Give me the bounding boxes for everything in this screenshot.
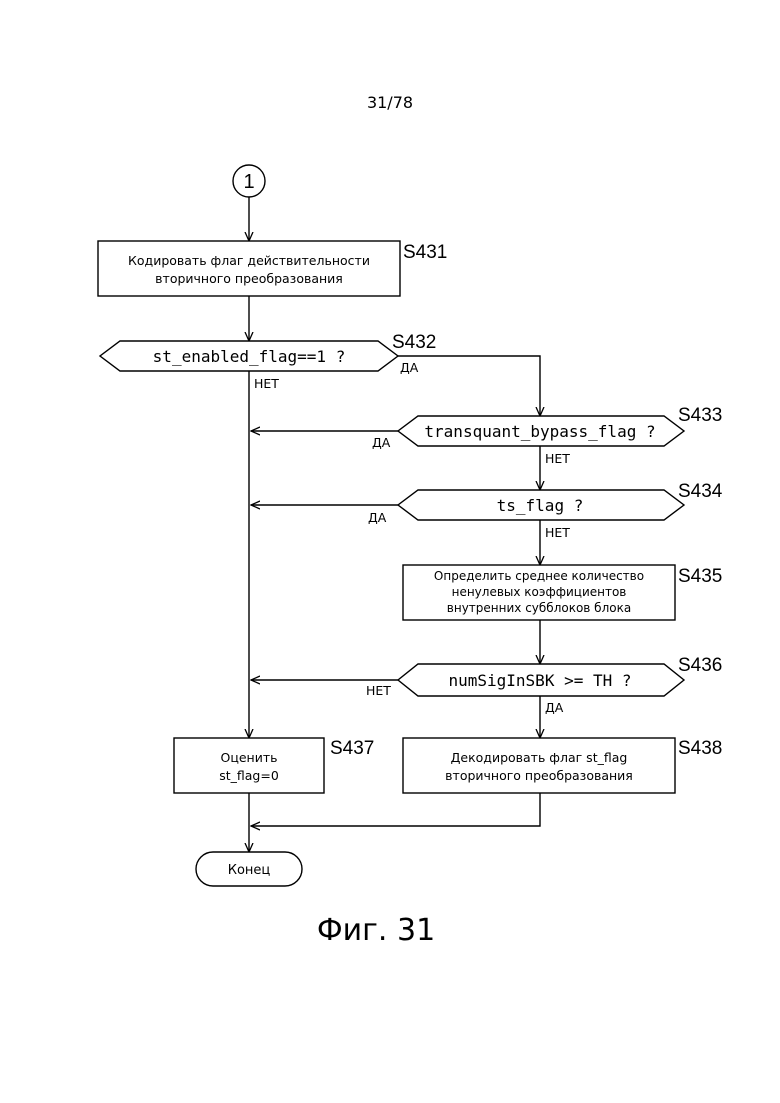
- step-id-s434: S434: [678, 481, 723, 502]
- arrow-s432-yes: [398, 356, 540, 416]
- s433-text: transquant_bypass_flag ?: [424, 422, 655, 441]
- process-box-s431: [98, 241, 400, 296]
- s437-line-1: Оценить: [221, 750, 278, 765]
- s432-text: st_enabled_flag==1 ?: [153, 347, 346, 366]
- s438-line-2: вторичного преобразования: [445, 768, 633, 783]
- step-id-s431: S431: [403, 242, 447, 263]
- s431-line-1: Кодировать флаг действительности: [128, 253, 370, 268]
- s432-no-label: НЕТ: [254, 376, 279, 391]
- s436-yes-label: ДА: [545, 700, 564, 715]
- s432-yes-label: ДА: [400, 360, 419, 375]
- s434-yes-label: ДА: [368, 510, 387, 525]
- s435-line-1: Определить среднее количество: [434, 569, 644, 583]
- s433-yes-label: ДА: [372, 435, 391, 450]
- s438-line-1: Декодировать флаг st_flag: [451, 750, 628, 765]
- s434-text: ts_flag ?: [497, 496, 584, 515]
- s435-line-3: внутренних субблоков блока: [447, 601, 631, 615]
- s437-line-2: st_flag=0: [219, 768, 279, 783]
- step-id-s436: S436: [678, 655, 722, 676]
- end-label: Конец: [228, 863, 271, 878]
- s433-no-label: НЕТ: [545, 451, 570, 466]
- s431-line-2: вторичного преобразования: [155, 271, 343, 286]
- figure-caption: Фиг. 31: [317, 913, 435, 948]
- s435-line-2: ненулевых коэффициентов: [452, 585, 627, 599]
- page-number: 31/78: [367, 93, 413, 112]
- connector-label: 1: [243, 171, 254, 193]
- step-id-s433: S433: [678, 405, 722, 426]
- s436-text: numSigInSBK >= TH ?: [448, 671, 631, 690]
- step-id-s437: S437: [330, 738, 374, 759]
- s436-no-label: НЕТ: [366, 683, 391, 698]
- process-box-s437: [174, 738, 324, 793]
- step-id-s432: S432: [392, 332, 436, 353]
- process-box-s438: [403, 738, 675, 793]
- step-id-s435: S435: [678, 566, 722, 587]
- arrow-s438-merge: [251, 793, 540, 826]
- step-id-s438: S438: [678, 738, 722, 759]
- s434-no-label: НЕТ: [545, 525, 570, 540]
